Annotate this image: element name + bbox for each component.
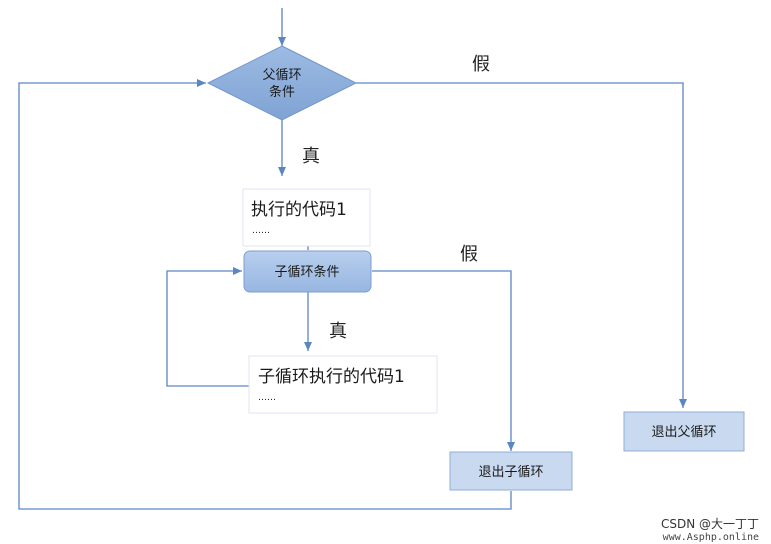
watermark: CSDN @大一丁丁 www.Asphp.online bbox=[661, 518, 759, 544]
exit-child-loop-box bbox=[449, 451, 573, 491]
code-block-1-box bbox=[242, 188, 371, 247]
code-block-2-box bbox=[248, 355, 438, 414]
parent-condition-line2: 条件 bbox=[269, 84, 295, 100]
exit-child-loop-label: 退出子循环 bbox=[478, 465, 543, 480]
code-block-2-title: 子循环执行的代码1 bbox=[258, 367, 405, 387]
child-true-label: 真 bbox=[329, 321, 347, 342]
parent-false-label: 假 bbox=[472, 54, 490, 75]
parent-condition-diamond bbox=[206, 45, 358, 121]
code-block-1: 执行的代码1 …… bbox=[242, 188, 371, 247]
parent-true-label: 真 bbox=[302, 146, 320, 167]
child-condition-box bbox=[243, 250, 372, 293]
parent-condition-line1: 父循环 bbox=[262, 68, 301, 83]
exit-parent-loop-label: 退出父循环 bbox=[651, 425, 716, 440]
watermark-author: CSDN @大一丁丁 bbox=[660, 517, 759, 531]
child-false-arrow bbox=[372, 270, 515, 451]
child-condition-node: 子循环条件 bbox=[243, 250, 372, 293]
parent-loop-back-arrow bbox=[18, 79, 512, 510]
parent-false-arrow bbox=[356, 82, 687, 408]
watermark-url: www.Asphp.online bbox=[662, 532, 759, 543]
exit-parent-loop-box bbox=[623, 411, 745, 452]
code-block-1-title: 执行的代码1 bbox=[251, 200, 347, 220]
child-condition-label: 子循环条件 bbox=[274, 264, 339, 280]
child-false-label: 假 bbox=[460, 244, 478, 265]
code-block-2-dots: …… bbox=[258, 393, 276, 403]
parent-condition-node: 父循环 条件 bbox=[206, 45, 358, 121]
exit-child-loop-node: 退出子循环 bbox=[449, 451, 573, 491]
exit-parent-loop-node: 退出父循环 bbox=[623, 411, 745, 452]
child-loop-back-arrow bbox=[166, 267, 249, 387]
code-block-1-dots: …… bbox=[252, 226, 270, 236]
code-block-2: 子循环执行的代码1 …… bbox=[248, 355, 438, 414]
